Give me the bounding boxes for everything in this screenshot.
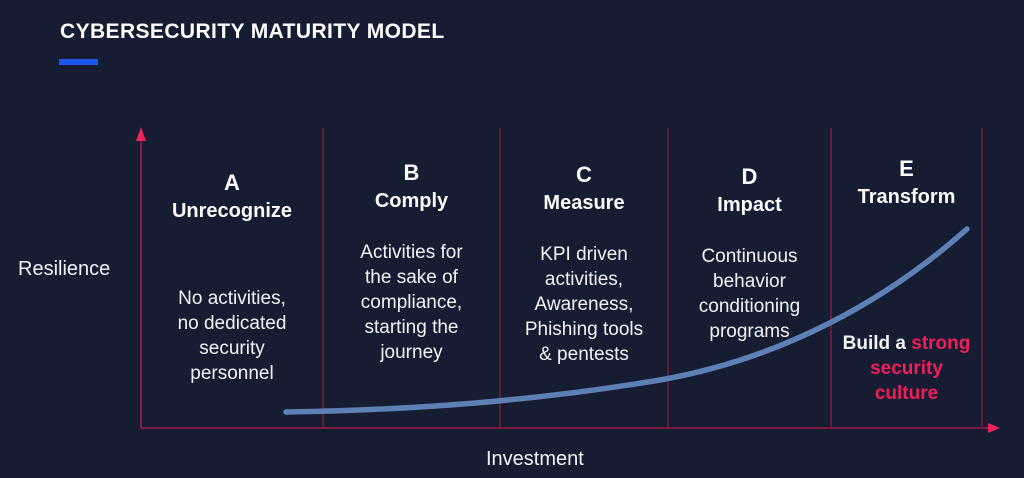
stage-name: Transform bbox=[857, 186, 956, 208]
stage-letter: B bbox=[403, 160, 420, 185]
maturity-stage-column-a: A Unrecognize No activities, no dedicate… bbox=[141, 128, 323, 428]
stage-header: A Unrecognize bbox=[141, 170, 323, 224]
x-axis-arrow-icon bbox=[988, 423, 1000, 433]
stage-description: No activities, no dedicated security per… bbox=[177, 288, 287, 384]
y-axis-label: Resilience bbox=[18, 258, 111, 280]
stage-name: Comply bbox=[374, 190, 449, 212]
stage-description: KPI driven activities, Awareness, Phishi… bbox=[524, 244, 644, 365]
stage-header: C Measure bbox=[500, 162, 668, 216]
y-axis-arrow-icon bbox=[136, 127, 146, 141]
maturity-stage-column-e: E Transform Build a strong security cult… bbox=[831, 128, 982, 428]
stage-name: Impact bbox=[717, 194, 782, 216]
stage-letter: D bbox=[741, 164, 758, 189]
stage-description: Activities for the sake of compliance, s… bbox=[360, 242, 463, 363]
stage-letter: C bbox=[576, 162, 592, 187]
stage-name: Measure bbox=[543, 192, 625, 214]
maturity-stage-column-b: B Comply Activities for the sake of comp… bbox=[323, 128, 500, 428]
x-axis-label: Investment bbox=[486, 448, 584, 470]
stage-name: Unrecognize bbox=[171, 200, 293, 222]
stage-e-text: Build a bbox=[842, 333, 912, 354]
stage-letter: E bbox=[899, 156, 914, 181]
title-underline bbox=[59, 59, 98, 65]
stage-description: Build a strong security culture bbox=[841, 331, 973, 406]
stage-header: D Impact bbox=[668, 164, 831, 218]
maturity-stage-column-c: C Measure KPI driven activities, Awarene… bbox=[500, 128, 668, 428]
stage-e-highlight: strong security culture bbox=[870, 333, 971, 404]
stage-letter: A bbox=[224, 170, 240, 195]
stage-description: Continuous behavior conditioning program… bbox=[698, 246, 801, 342]
stage-header: E Transform bbox=[831, 156, 982, 210]
stage-header: B Comply bbox=[323, 160, 500, 214]
page-title: CYBERSECURITY MATURITY MODEL bbox=[60, 20, 445, 43]
maturity-curve bbox=[283, 226, 970, 415]
maturity-stage-column-d: D Impact Continuous behavior conditionin… bbox=[668, 128, 831, 428]
